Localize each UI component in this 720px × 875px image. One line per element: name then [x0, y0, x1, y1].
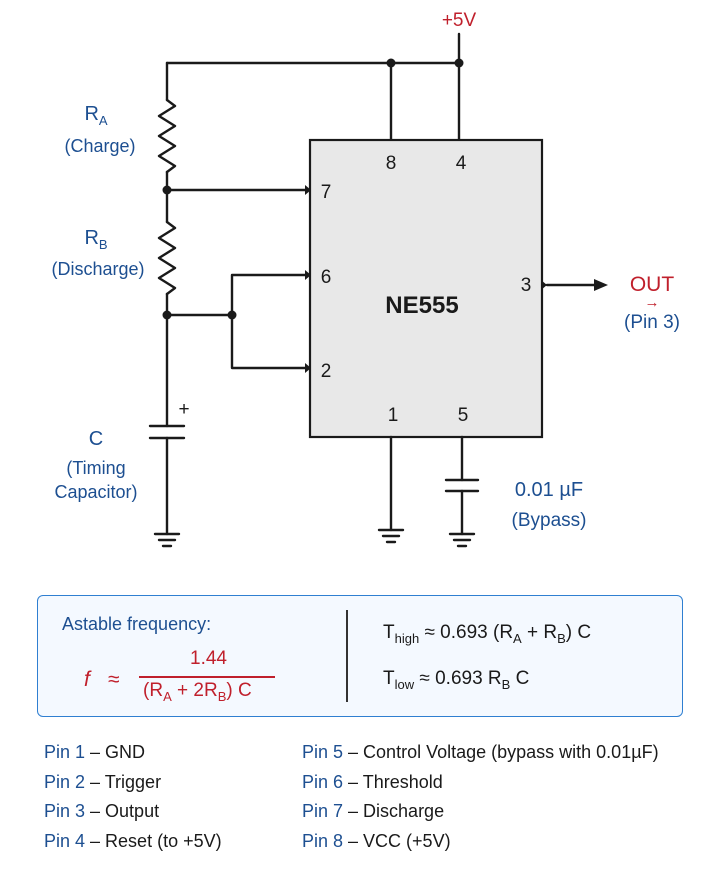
pin7-number: 7 [321, 182, 332, 203]
ra-label: RA [84, 103, 107, 128]
ground-icon [448, 532, 476, 548]
pin-list-item: Pin 5 – Control Voltage (bypass with 0.0… [302, 742, 659, 762]
bypass-role: (Bypass) [512, 510, 587, 531]
junction-dot [162, 185, 172, 195]
pin6-marker [305, 270, 311, 280]
thigh-equation: Thigh ≈ 0.693 (RA + RB) C [383, 622, 592, 646]
ne555-chip [308, 138, 544, 439]
pin3-number: 3 [521, 275, 532, 296]
c-label: C [89, 428, 103, 450]
out-label: OUT [630, 273, 675, 296]
pin-list-left: Pin 1 – GND Pin 2 – Trigger Pin 3 – Outp… [44, 738, 222, 856]
out-pin-label: (Pin 3) [624, 312, 680, 333]
pin-list-item: Pin 1 – GND [44, 742, 146, 762]
output-arrow-icon [594, 279, 608, 291]
pin7-marker [305, 185, 311, 195]
ra-role: (Charge) [64, 136, 135, 156]
pin-list-right: Pin 5 – Control Voltage (bypass with 0.0… [302, 738, 659, 856]
pin-list-item: Pin 8 – VCC (+5V) [302, 830, 451, 851]
tlow-equation: Tlow ≈ 0.693 RB C [383, 668, 530, 692]
supply-label: +5V [442, 10, 477, 31]
pin6-number: 6 [321, 267, 332, 288]
resistor-rb-symbol [157, 220, 177, 296]
pin-list-item: Pin 7 – Discharge [302, 801, 445, 821]
approx-sign: ≈ [108, 668, 120, 691]
junction-dot [162, 310, 172, 320]
c-role-line2: Capacitor) [54, 482, 137, 502]
rb-label: RB [84, 227, 107, 252]
pin3-marker [541, 280, 547, 290]
pin8-number: 8 [386, 153, 397, 174]
pin-list-item: Pin 6 – Threshold [302, 771, 443, 792]
out-arrow-glyph: → [645, 294, 660, 311]
c-role-line1: (Timing [66, 458, 125, 478]
pin6-wire [230, 273, 308, 317]
pin2-number: 2 [321, 361, 332, 382]
formula-box: Astable frequency: f ≈ 1.44 (RA + 2RB) C… [37, 595, 683, 717]
resistor-ra-symbol [157, 98, 177, 174]
ic-name: NE555 [385, 292, 458, 319]
ground-icon [377, 528, 405, 544]
formula-numerator: 1.44 [190, 648, 227, 669]
pin-list-item: Pin 3 – Output [44, 801, 160, 821]
junction-dot [386, 58, 396, 68]
pin1-number: 1 [388, 405, 399, 426]
frequency-symbol: f [84, 668, 90, 691]
pin-list-item: Pin 2 – Trigger [44, 771, 162, 792]
bypass-value: 0.01 µF [515, 479, 583, 501]
junction-dot [454, 58, 464, 68]
pin5-number: 5 [458, 405, 469, 426]
formula-denominator: (RA + 2RB) C [143, 680, 252, 704]
capacitor-plus-sign: + [178, 399, 189, 420]
pin2-wire [230, 313, 308, 370]
pin2-marker [305, 363, 311, 373]
pin-list-item: Pin 4 – Reset (to +5V) [44, 830, 222, 851]
ground-icon [153, 532, 181, 548]
pin4-number: 4 [456, 153, 467, 174]
formula-title: Astable frequency: [62, 614, 212, 634]
fraction-bar [139, 676, 275, 678]
rb-role: (Discharge) [51, 259, 144, 279]
formula-divider [346, 610, 348, 702]
circuit-schematic: +5V + RA (Charge) RB (Discharge) C (Timi… [51, 10, 680, 548]
